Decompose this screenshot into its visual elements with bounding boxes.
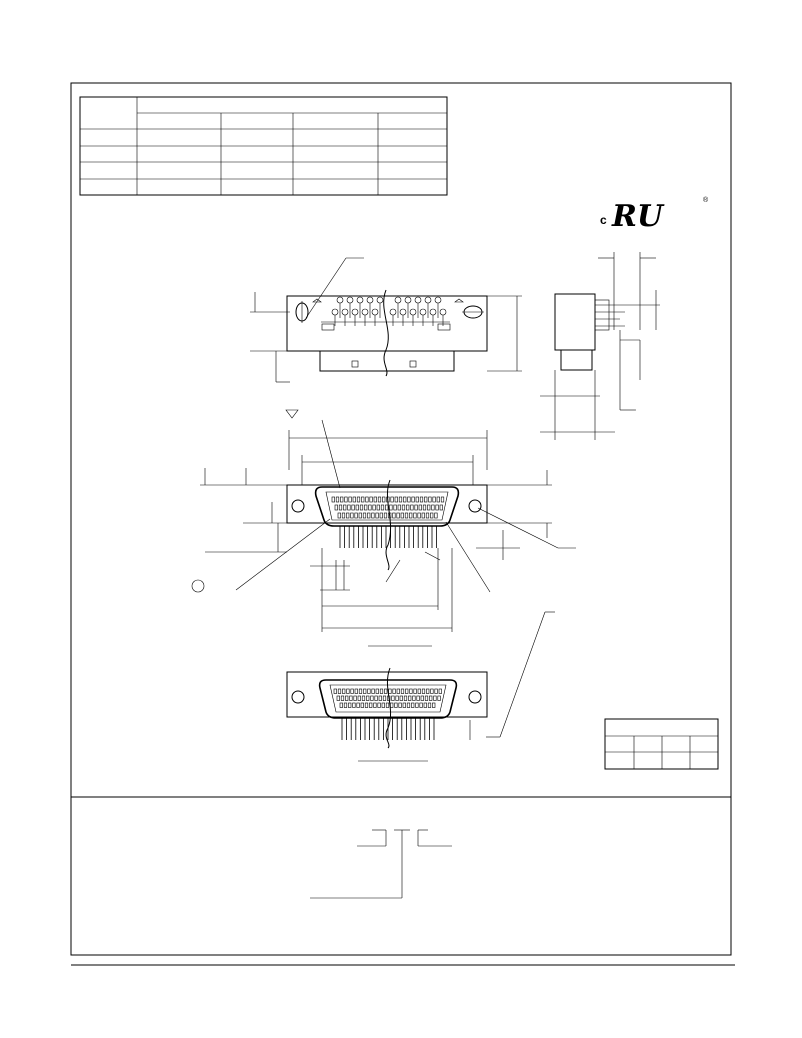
bottom-view	[286, 611, 555, 762]
cert-registered: ®	[703, 196, 709, 204]
datum-triangle-icon	[285, 409, 299, 419]
drawing-border	[70, 82, 732, 956]
pin-count-table	[604, 718, 719, 770]
spec-table	[79, 96, 448, 196]
side-view	[540, 252, 660, 440]
cert-letters: RU	[611, 199, 665, 234]
front-view	[200, 419, 576, 647]
datum-circle-icon	[191, 579, 205, 593]
top-view	[250, 257, 522, 383]
ul-certification-mark: c RU ®	[600, 196, 709, 234]
ordering-code-diagram	[310, 829, 452, 899]
cert-prefix: c	[600, 213, 607, 227]
